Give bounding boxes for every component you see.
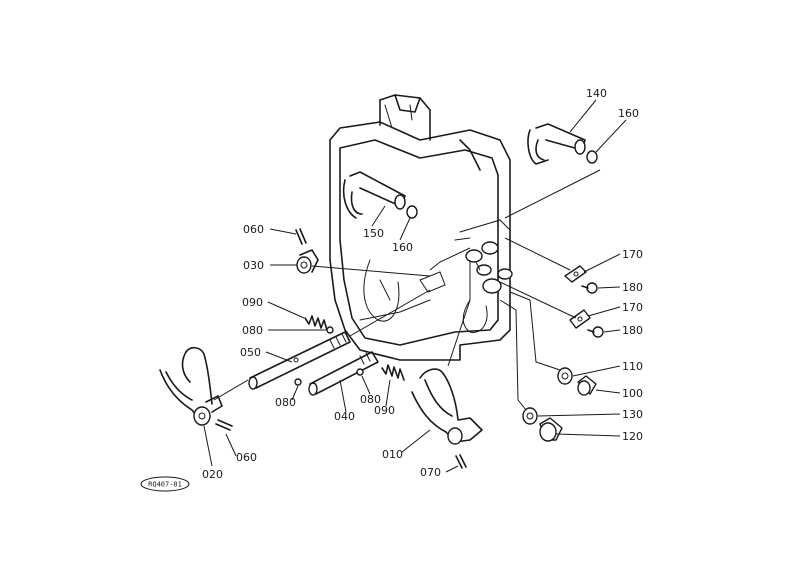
- label-080-lower: 080: [360, 393, 381, 406]
- spring-090-lower: [381, 364, 405, 381]
- label-170-lower: 170: [622, 301, 643, 314]
- assembly-lines: [213, 169, 601, 411]
- label-060-lower: 060: [236, 451, 257, 464]
- label-090-upper: 090: [242, 296, 263, 309]
- label-110: 110: [622, 360, 643, 373]
- shift-shaft-150: [342, 171, 406, 219]
- pin-070: [455, 454, 467, 469]
- ball-080-upper: [326, 326, 334, 334]
- label-030: 030: [243, 259, 264, 272]
- label-020: 020: [202, 468, 223, 481]
- shift-fork-010: [411, 368, 483, 445]
- label-150: 150: [363, 227, 384, 240]
- shift-shaft-140: [527, 123, 586, 165]
- o-ring-160-case: [406, 205, 418, 219]
- label-140: 140: [586, 87, 607, 100]
- shift-arm-030: [296, 249, 319, 274]
- shift-fork-020: [159, 346, 223, 426]
- lock-plate-170-upper: [564, 265, 587, 283]
- label-090-lower: 090: [374, 404, 395, 417]
- plug-120: [539, 417, 563, 442]
- label-070: 070: [420, 466, 441, 479]
- washer-130: [522, 407, 538, 425]
- fork-rod-050: [248, 331, 351, 390]
- label-100: 100: [622, 387, 643, 400]
- bolt-180-lower: [587, 326, 604, 338]
- ball-080-middle: [294, 378, 302, 386]
- bolt-180-upper: [581, 282, 598, 294]
- pin-060-upper: [295, 228, 307, 245]
- ball-080-lower: [356, 368, 364, 376]
- label-180-upper: 180: [622, 281, 643, 294]
- label-050: 050: [240, 346, 261, 359]
- washer-110: [557, 367, 573, 385]
- label-180-lower: 180: [622, 324, 643, 337]
- label-170-upper: 170: [622, 248, 643, 261]
- label-leaders: [203, 99, 627, 473]
- label-080-middle: 080: [275, 396, 296, 409]
- label-010: 010: [382, 448, 403, 461]
- label-160-top: 160: [618, 107, 639, 120]
- label-080-upper: 080: [242, 324, 263, 337]
- transmission-case: [329, 94, 513, 361]
- label-040: 040: [334, 410, 355, 423]
- part-labels: 140 160 150 160 060 030 170 180 170 180 …: [202, 87, 643, 481]
- label-160-case: 160: [392, 241, 413, 254]
- lock-plate-170-lower: [569, 309, 591, 329]
- reference-stamp: RQ407-01: [140, 476, 190, 492]
- label-120: 120: [622, 430, 643, 443]
- spring-090-upper: [304, 315, 328, 331]
- label-130: 130: [622, 408, 643, 421]
- plug-100: [577, 375, 597, 396]
- reference-stamp-text: RQ407-01: [148, 481, 182, 489]
- fork-rod-040: [308, 351, 379, 396]
- pin-060-lower: [215, 419, 233, 431]
- label-060-upper: 060: [243, 223, 264, 236]
- o-ring-160-top: [586, 150, 598, 164]
